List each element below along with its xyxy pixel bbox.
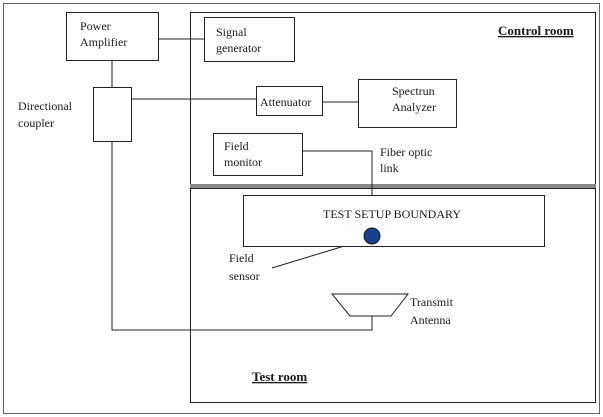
- transmit-antenna-label: Transmit Antenna: [410, 295, 456, 327]
- test-setup-boundary-box: [243, 195, 545, 247]
- signal-generator-label: Signal generator: [216, 25, 261, 55]
- coupler-to-antenna-cable: [111, 141, 373, 331]
- field-monitor-label: Field monitor: [224, 139, 262, 169]
- directional-coupler-label: Directional coupler: [18, 99, 75, 130]
- fiber-optic-link-label: Fiber optic link: [380, 145, 435, 175]
- spectrum-analyzer-box: [358, 79, 457, 128]
- field-sensor-label: Field sensor: [229, 251, 260, 283]
- power-amplifier-label: Power Amplifier: [80, 19, 127, 49]
- test-setup-boundary-label: TEST SETUP BOUNDARY: [323, 207, 461, 221]
- outer-frame: [3, 3, 600, 414]
- control-room-title: Control room: [498, 23, 574, 38]
- directional-coupler-box: [93, 87, 132, 142]
- attenuator-label: Attenuator: [260, 95, 311, 109]
- test-room-boundary: [190, 188, 596, 403]
- power-amplifier-box: [66, 12, 159, 61]
- spectrum-analyzer-label: Spectrun Analyzer: [392, 84, 438, 114]
- signal-generator-box: [204, 17, 295, 62]
- test-room-title: Test room: [252, 369, 307, 384]
- field-monitor-box: [213, 133, 303, 176]
- transmit-antenna-icon: [330, 293, 410, 317]
- field-sensor-icon: [363, 227, 381, 245]
- attenuator-box: [256, 86, 323, 116]
